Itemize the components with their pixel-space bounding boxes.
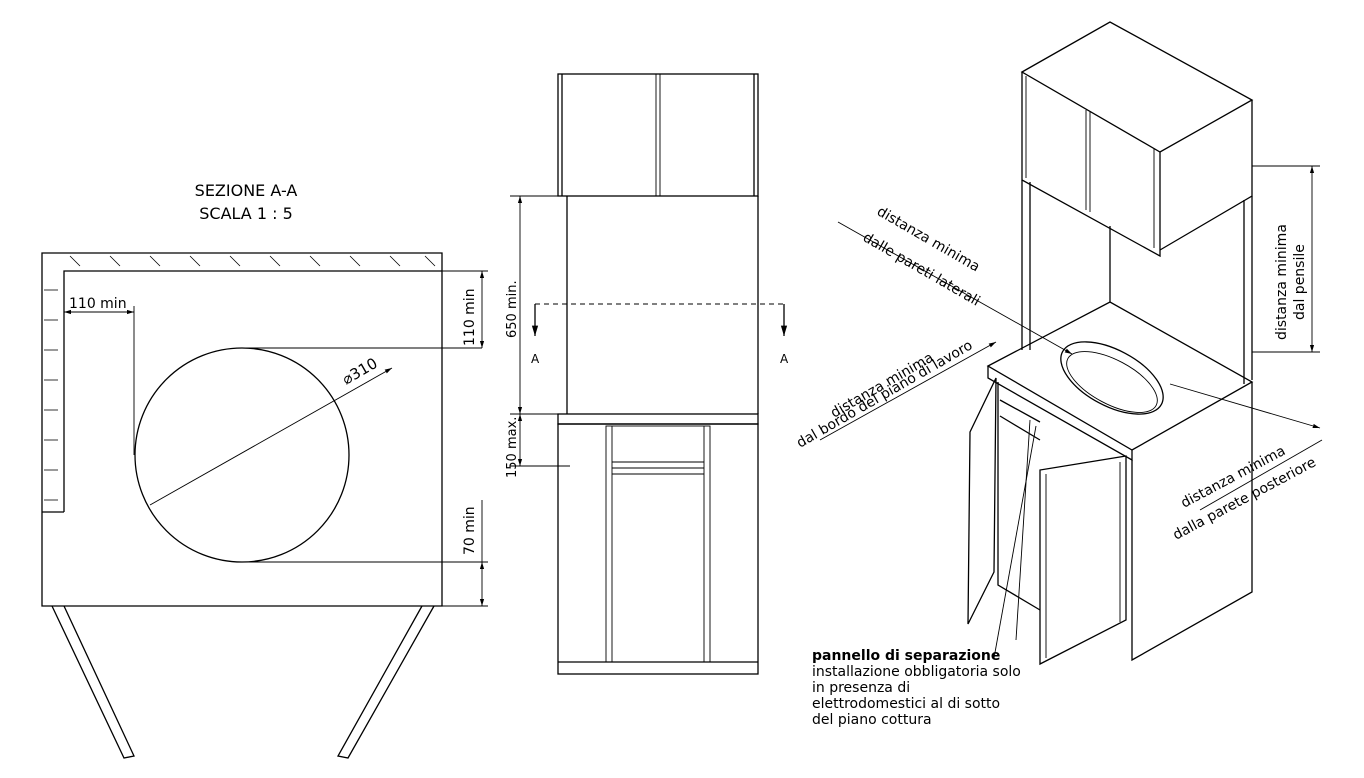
back-panel-front [566, 196, 759, 414]
section-mark-left: A [531, 352, 540, 366]
top-clearance-label: 110 min [462, 288, 478, 346]
isometric-view: distanza minima dalle pareti laterali di… [794, 21, 1323, 728]
diameter-dim-line [149, 367, 393, 506]
worktop-front [557, 413, 759, 425]
section-view: SEZIONE A-A SCALA 1 : 5 ⌀310 110 min [41, 181, 488, 759]
section-mark-right: A [780, 352, 789, 366]
diameter-label: ⌀310 [339, 354, 381, 388]
leg-left [51, 605, 135, 759]
offset-max-label: 150 max. [505, 417, 520, 478]
bottom-clearance-label: 70 min [462, 506, 478, 555]
side-clearance-label: 110 min [69, 296, 127, 312]
worktop-thickness-edge [63, 270, 442, 512]
section-scale: SCALA 1 : 5 [199, 204, 293, 223]
height-min-label: 650 min. [505, 280, 520, 338]
note-line-3: elettrodomestici al di sotto [812, 696, 1000, 712]
back-walls-iso [1021, 180, 1253, 384]
pensile-label-1: distanza minima [1274, 224, 1290, 340]
wall-cabinet-iso [1020, 21, 1254, 153]
note-line-4: del piano cottura [812, 712, 932, 728]
leg-right [336, 605, 435, 759]
edge-label-2: dal bordo del piano di lavoro [794, 337, 975, 451]
hob-cutout-circle [134, 347, 350, 563]
note-title: pannello di separazione [812, 648, 1000, 664]
section-title: SEZIONE A-A [195, 181, 298, 200]
base-cabinet-iso [997, 382, 1041, 611]
section-hatching [44, 255, 436, 501]
pensile-label-2: dal pensile [1292, 244, 1308, 320]
panel-leader [993, 425, 1037, 659]
note-line-1: installazione obbligatoria solo [812, 664, 1021, 680]
separation-panel-note: pannello di separazione installazione ob… [812, 648, 1021, 728]
wall-cabinet-front [557, 73, 759, 197]
base-cabinet-front [557, 423, 759, 675]
hob-cutout-iso [1060, 341, 1164, 415]
note-line-2: in presenza di [812, 680, 910, 696]
worktop-iso [986, 301, 1254, 451]
front-view: A A 650 min. 150 max. [505, 73, 789, 675]
